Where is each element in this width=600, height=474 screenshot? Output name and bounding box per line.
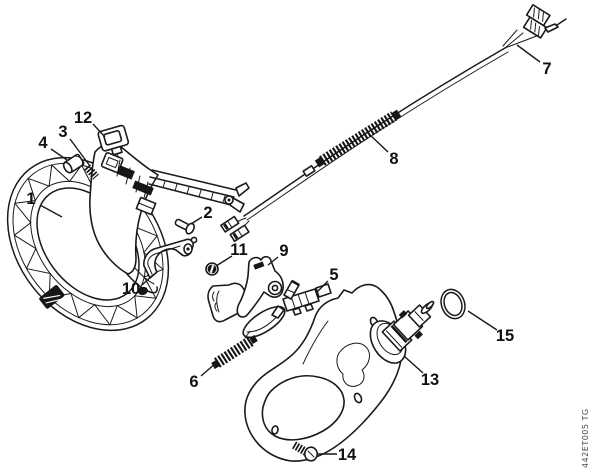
switch-pocket	[100, 152, 124, 174]
callout-11: 11	[230, 241, 247, 259]
callout-13: 13	[421, 371, 439, 389]
callout-3-leader	[69, 138, 91, 167]
part-8-cable-spring	[314, 109, 402, 168]
mounting-rail	[148, 169, 250, 213]
lower-pocket	[135, 196, 157, 216]
callout-4: 4	[38, 134, 48, 152]
callout-4-leader	[50, 148, 68, 161]
part-10-bracket	[143, 236, 198, 279]
callout-1: 1	[26, 190, 35, 208]
callout-10: 10	[122, 280, 140, 298]
callout-10-leader	[141, 274, 154, 286]
part-3-small-spring	[84, 164, 99, 180]
part-14-screw	[291, 441, 318, 462]
part-2-pin	[174, 218, 195, 235]
callout-2-leader	[190, 216, 203, 225]
callout-12-leader	[92, 123, 106, 138]
spade-lug-upper	[220, 215, 240, 233]
spade-lug-lower	[229, 224, 250, 243]
trigger-housing	[89, 142, 250, 296]
part-5-switch-shaft	[242, 279, 332, 339]
callout-11-leader	[215, 255, 233, 267]
part-13-rear-handle-housing	[244, 283, 435, 462]
connector-block	[522, 4, 551, 39]
throttle-paddle	[242, 305, 286, 339]
part-7-wiring-harness	[220, 4, 567, 243]
callout-5-leader	[315, 280, 329, 294]
callout-9: 9	[279, 242, 288, 260]
callout-9-leader	[267, 256, 279, 266]
callout-6: 6	[189, 373, 198, 391]
callout-7-leader	[516, 44, 541, 63]
callout-8-leader	[367, 132, 389, 153]
part-12-switch-cap	[97, 124, 130, 159]
part-4-sleeve	[62, 153, 85, 174]
housing-cylinder	[369, 300, 435, 364]
callout-3: 3	[58, 123, 67, 141]
callout-15-leader	[467, 310, 498, 331]
callout-13-leader	[403, 355, 424, 374]
callout-8: 8	[389, 150, 398, 168]
drawing-code: 442ET005 TG	[581, 408, 590, 468]
callout-2: 2	[203, 204, 212, 222]
callout-15: 15	[496, 327, 514, 345]
callout-12: 12	[74, 109, 92, 127]
handle-clamp-detail	[39, 285, 65, 309]
part-11-grommet	[205, 262, 219, 276]
callout-6-leader	[200, 362, 217, 377]
part-6-spring	[211, 334, 258, 370]
part-9-trigger-lever	[207, 255, 284, 323]
callout-1-leader	[39, 204, 63, 218]
callout-14: 14	[338, 446, 357, 464]
callout-5: 5	[329, 266, 338, 284]
callout-7: 7	[542, 60, 551, 78]
part-15-o-ring	[440, 288, 466, 320]
